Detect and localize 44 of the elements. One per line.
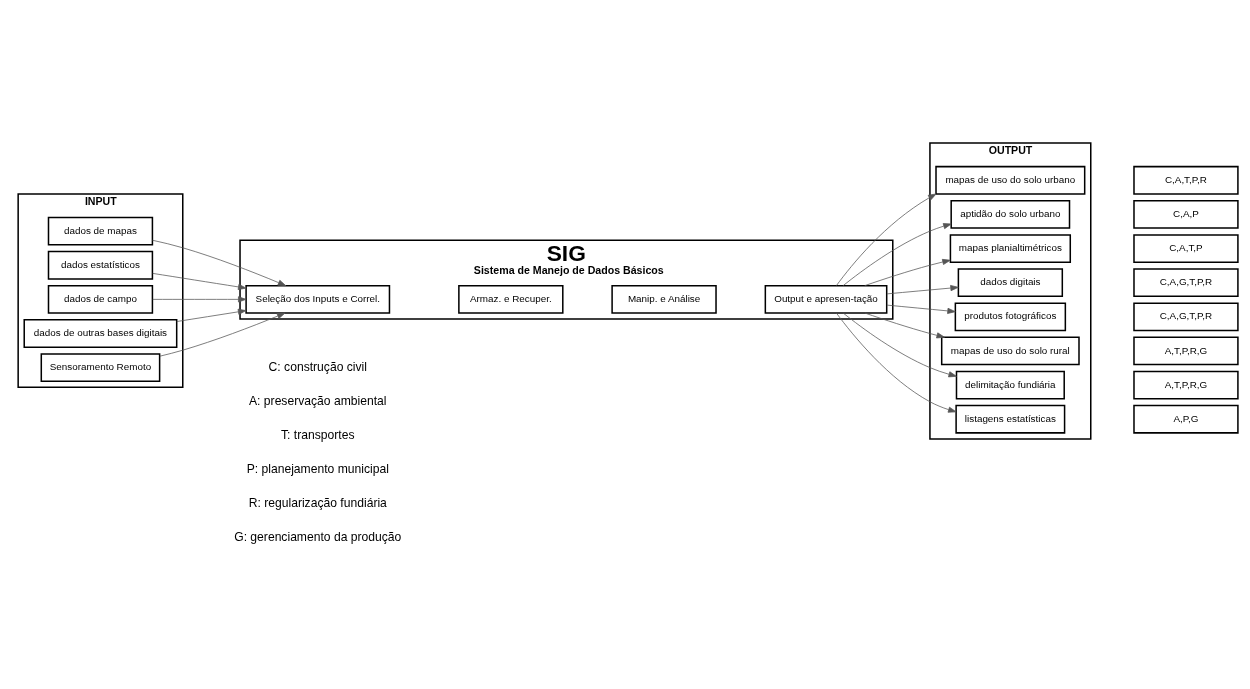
label: T: transportes: [281, 427, 355, 442]
node-box: delimitação fundiária: [955, 370, 1065, 400]
node-box: C,A,P: [1133, 200, 1239, 229]
node-box: mapas de uso do solo urbano: [935, 165, 1086, 195]
arrow: [886, 304, 956, 314]
node-box: aptidão do solo urbano: [950, 200, 1071, 229]
node-box: C,A,G,T,P,R: [1133, 268, 1239, 298]
arrow: [152, 239, 287, 287]
node-box: C,A,T,P: [1133, 234, 1239, 263]
node-box: Seleção dos Inputs e Correl.: [245, 284, 391, 314]
arrow: [152, 296, 247, 303]
label: R: regularização fundiária: [248, 496, 387, 511]
arrow: [152, 273, 247, 290]
arrow: [886, 285, 959, 295]
arrow: [842, 312, 957, 378]
node-box: dados de campo: [47, 284, 154, 314]
node-box: A,P,G: [1133, 404, 1239, 434]
node-box: dados de mapas: [47, 216, 154, 246]
node-box: A,T,P,R,G: [1133, 370, 1239, 400]
node-box: A,T,P,R,G: [1133, 336, 1239, 366]
node-box: Manip. e Análise: [611, 284, 717, 314]
arrow: [836, 193, 937, 286]
label: A: preservação ambiental: [249, 393, 387, 408]
node-box: produtos fotográficos: [954, 302, 1067, 332]
arrow: [842, 223, 952, 286]
label: C: construção civil: [268, 359, 367, 374]
node-box: mapas de uso do solo rural: [940, 336, 1080, 366]
node-box: dados digitais: [957, 268, 1064, 298]
node-box: Sensoramento Remoto: [40, 353, 161, 383]
node-box: dados estatísticos: [47, 250, 154, 280]
label: P: planejamento municipal: [246, 461, 389, 476]
node-box: listagens estatísticas: [955, 404, 1066, 434]
node-box: Armaz. e Recuper.: [458, 284, 564, 314]
arrow: [836, 312, 957, 413]
arrow: [864, 312, 945, 339]
node-box: C,A,T,P,R: [1133, 165, 1239, 195]
node-box: mapas planialtimétricos: [949, 234, 1072, 263]
arrow: [864, 258, 951, 287]
label: G: gerenciamento da produção: [234, 530, 402, 545]
arrow: [159, 312, 286, 357]
node-box: C,A,G,T,P,R: [1133, 302, 1239, 332]
node-box: Output e apresen-tação: [764, 284, 888, 314]
node-box: dados de outras bases digitais: [23, 319, 178, 348]
arrow: [176, 308, 247, 322]
